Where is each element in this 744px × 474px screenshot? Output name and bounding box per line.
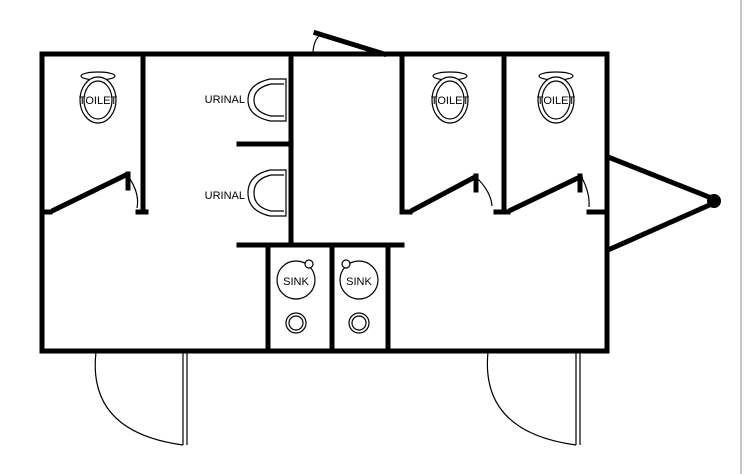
entry-door-left (94, 351, 188, 446)
toilet-label: TOILET (79, 95, 118, 107)
trailer-hitch (604, 153, 721, 254)
sink-label: SINK (283, 276, 309, 288)
toilet-stall-right (507, 173, 610, 215)
urinal-label: URINAL (205, 190, 245, 202)
roof-vent (312, 29, 388, 58)
urinal-label: URINAL (205, 94, 245, 106)
sink-fixture-2: SINK (339, 259, 379, 334)
sink-cabinets (265, 242, 391, 354)
exterior-wall (39, 51, 610, 354)
entry-door-right (486, 351, 581, 446)
toilet-fixture-2: TOILET (431, 71, 470, 124)
toilet-label: TOILET (537, 95, 576, 107)
urinal-fixture-1: URINAL (205, 78, 287, 122)
sink-label: SINK (346, 276, 372, 288)
toilet-fixture-3: TOILET (537, 71, 576, 124)
toilet-fixture-1: TOILET (79, 71, 118, 124)
urinal-fixture-2: URINAL (205, 169, 287, 217)
toilet-stall-left (39, 51, 149, 215)
toilet-label: TOILET (431, 95, 470, 107)
toilet-stall-middle (399, 51, 511, 215)
utility-closet (288, 51, 405, 248)
sink-fixture-1: SINK (276, 259, 316, 334)
